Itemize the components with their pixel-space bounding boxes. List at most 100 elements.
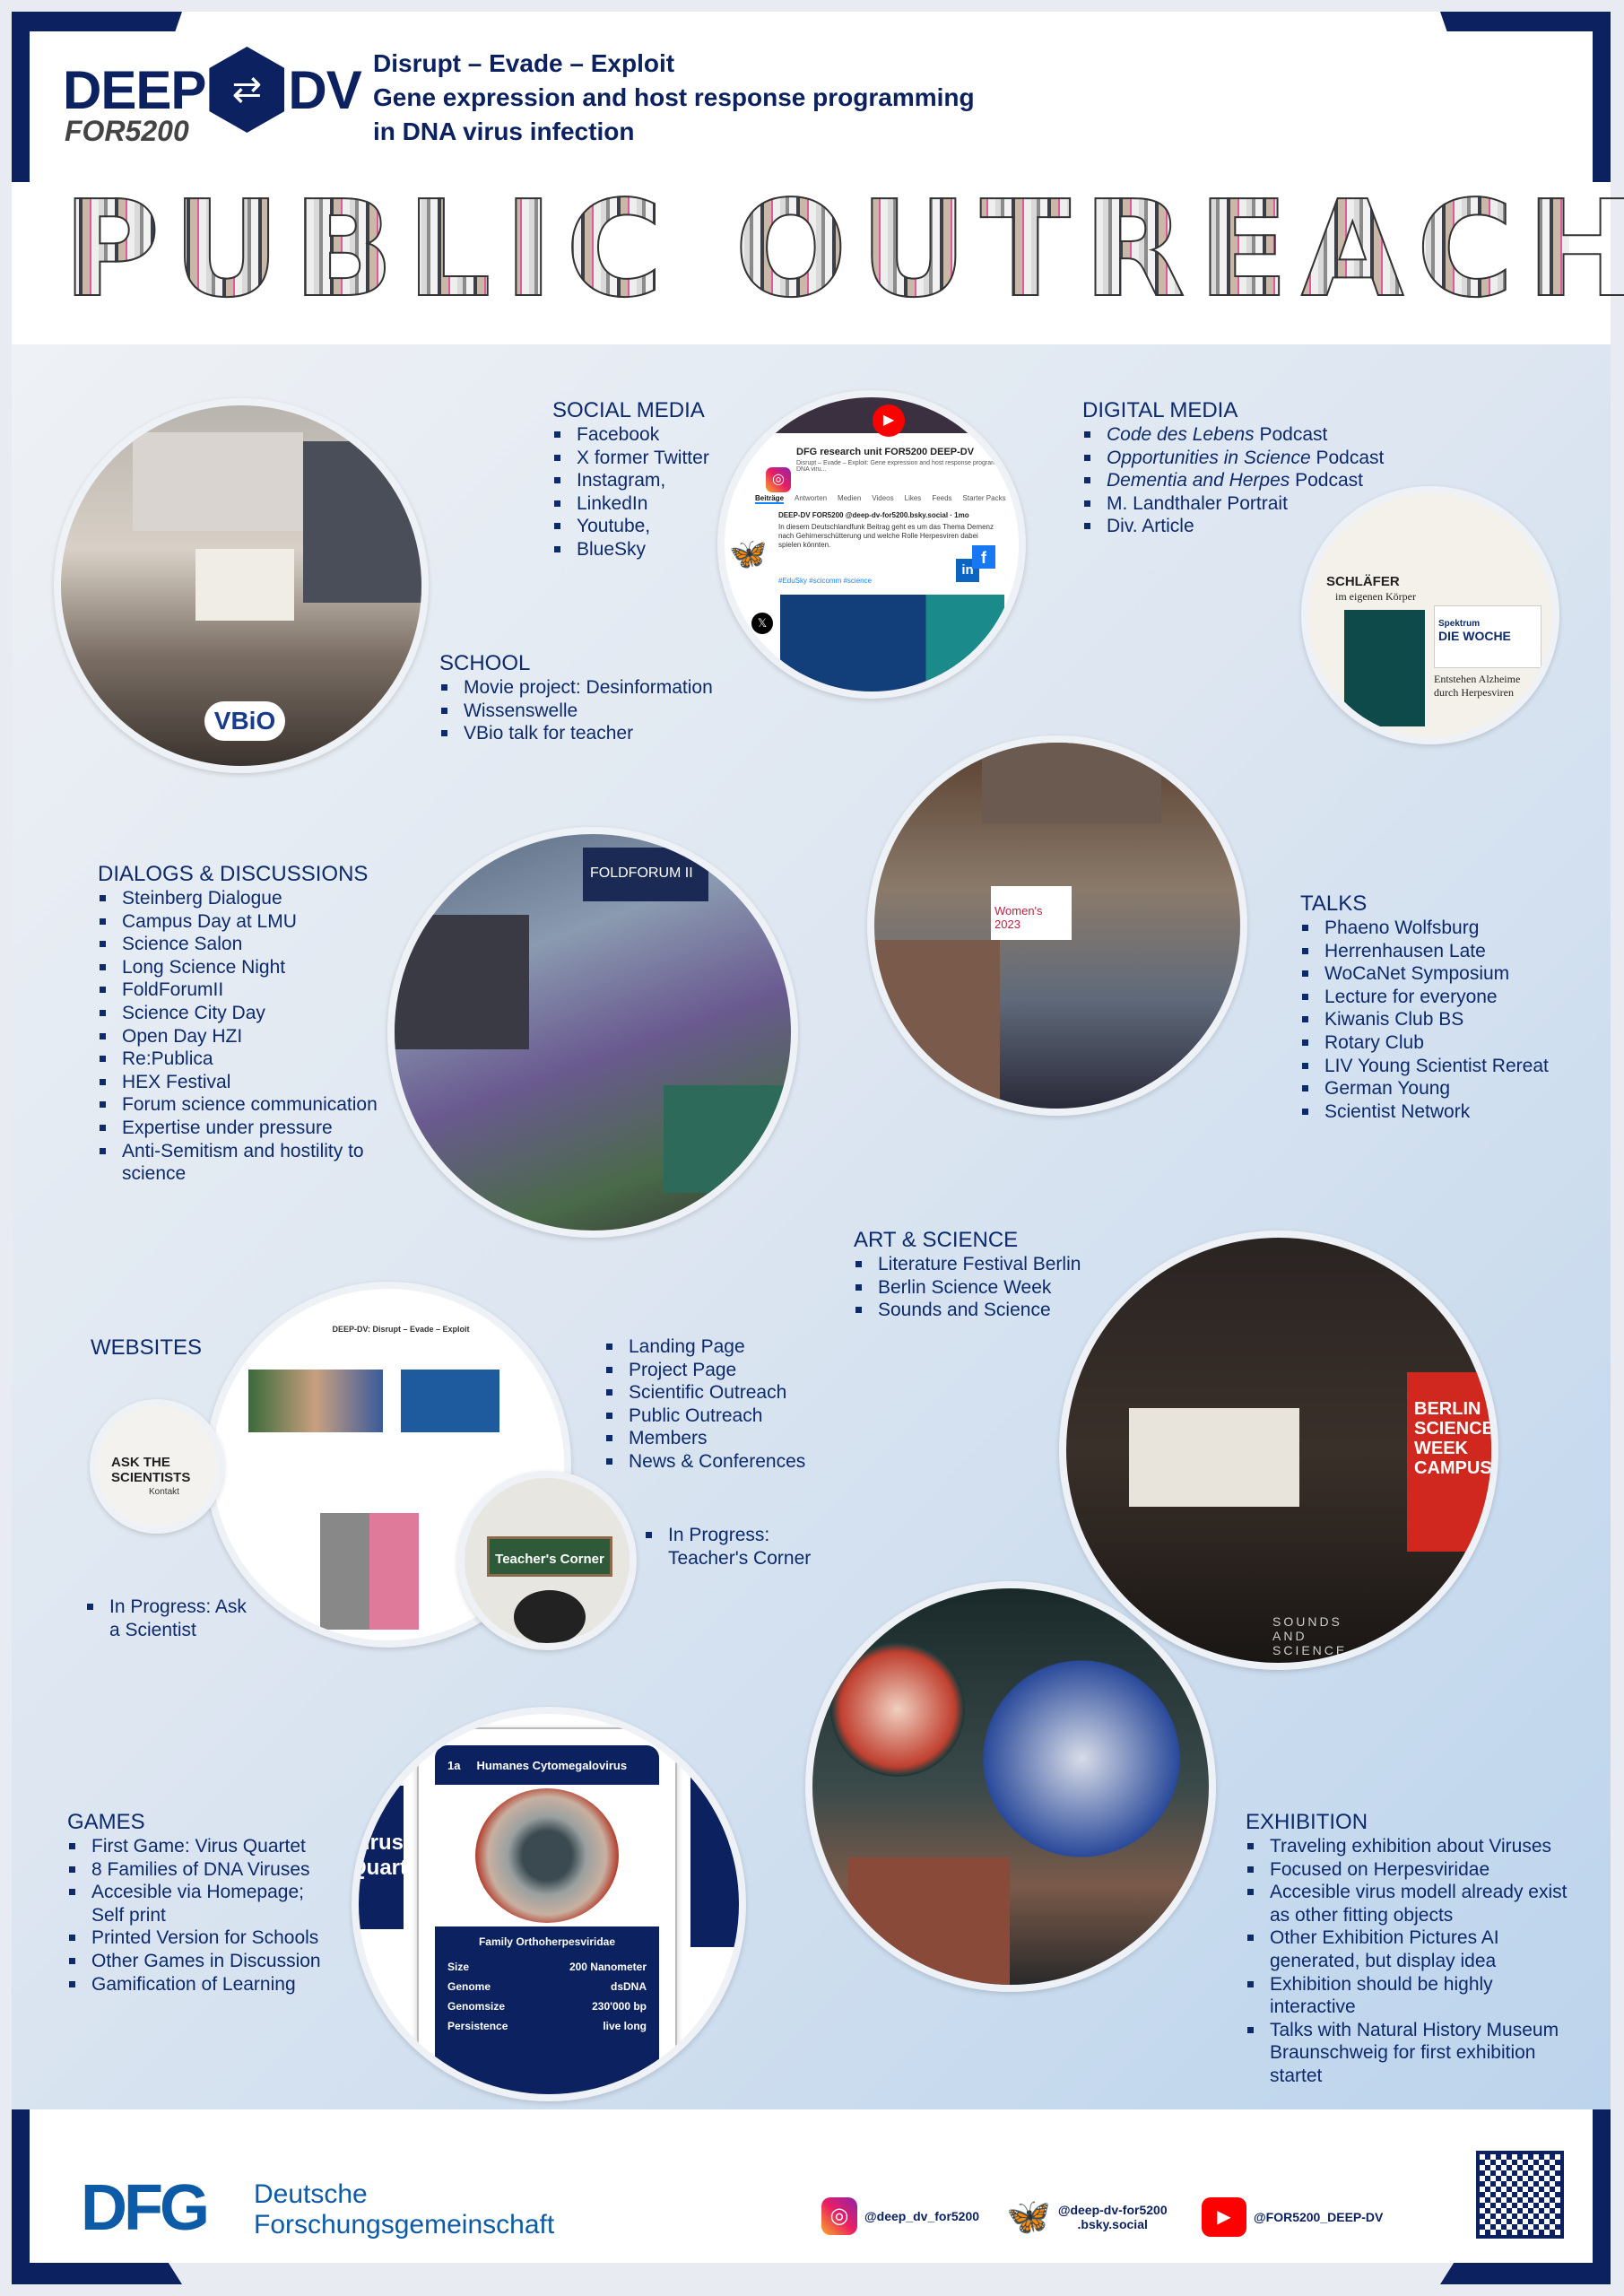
section-title: GAMES [67, 1810, 145, 1834]
bluesky-icon: 🦋 [729, 537, 768, 571]
list-item: Traveling exhibition about Viruses [1246, 1835, 1568, 1858]
list-item: Accesible via Homepage; Self print [67, 1881, 336, 1926]
list-item: Landing Page [604, 1335, 805, 1359]
list-item: Anti-Semitism and hostility to science [98, 1140, 394, 1186]
corner-bracket [12, 2109, 30, 2263]
title-line: Disrupt – Evade – Exploit [373, 49, 675, 77]
instagram-icon: ◎ [766, 467, 791, 492]
profile-tab: Likes [904, 494, 922, 502]
alzheimer-headline: Entstehen Alzheime durch Herpesviren [1434, 673, 1521, 699]
list-item: Public Outreach [604, 1405, 805, 1428]
list-item: Scientific Outreach [604, 1381, 805, 1405]
article-subline: im eigenen Körper [1335, 590, 1416, 603]
list-item: Rotary Club [1300, 1031, 1587, 1055]
bluesky-icon: 🦋 [1006, 2197, 1051, 2237]
corner-bracket [12, 12, 182, 31]
list-item: Forum science communication [98, 1093, 394, 1117]
ask-scientist-progress: In Progress: Ask a Scientist [85, 1596, 247, 1641]
teachers-corner-progress: In Progress: Teacher's Corner [644, 1524, 823, 1570]
list-item: Phaeno Wolfsburg [1300, 917, 1587, 940]
profile-tab: Medien [838, 494, 862, 502]
post-hashtags: #EduSky #scicomm #science [778, 577, 873, 585]
art-science-circle: BERLIN SCIENCE WEEK CAMPUS SOUNDS AND SC… [1059, 1231, 1498, 1670]
list-item: VBio talk for teacher [439, 722, 713, 745]
public-outreach-banner: PUBLIC OUTREACH [62, 172, 1624, 326]
section-title: SCHOOL [439, 651, 531, 675]
list-item: Div. Article [1082, 515, 1384, 538]
chalkboard: Teacher's Corner [487, 1536, 612, 1577]
ask-scientist-circle: ASK THE SCIENTISTS Kontakt [90, 1399, 224, 1534]
list-item: Long Science Night [98, 956, 394, 979]
list-item: Instagram, [552, 469, 709, 492]
footer-panel [12, 2109, 1611, 2263]
list-item: Exhibition should be highly interactive [1246, 1973, 1568, 2019]
deep-dv-logo: DEEP ⇄ DV [63, 47, 362, 133]
list-item: Re:Publica [98, 1048, 394, 1071]
vbio-logo: VBiO [204, 701, 285, 741]
x-icon: 𝕏 [751, 613, 773, 634]
logo-deep-text: DEEP [63, 59, 206, 120]
card-family: Family Orthoherpesviridae [478, 1935, 616, 1948]
list-item: Wissenswelle [439, 700, 713, 723]
section-title: ART & SCIENCE [854, 1228, 1019, 1252]
list-item: Literature Festival Berlin [854, 1253, 1081, 1276]
sounds-and-science-label: SOUNDS AND SCIENCE [1272, 1614, 1348, 1657]
list-item: Sounds and Science [854, 1299, 1081, 1322]
projection-screen [195, 549, 294, 621]
section-title: EXHIBITION [1246, 1810, 1368, 1834]
stat-label: Genome [447, 1980, 491, 1993]
list-item: Other Games in Discussion [67, 1950, 336, 1973]
stat-label: Persistence [447, 2020, 508, 2032]
list-item: Scientist Network [1300, 1100, 1587, 1124]
youtube-handle: @FOR5200_DEEP-DV [1254, 2210, 1384, 2224]
photo-tile [303, 441, 421, 603]
list-item: Focused on Herpesviridae [1246, 1858, 1568, 1882]
section-title: DIGITAL MEDIA [1082, 398, 1238, 422]
photo-tile [664, 1085, 791, 1193]
card-virus-name: Humanes Cytomegalovirus [476, 1758, 628, 1772]
list-item: Project Page [604, 1359, 805, 1382]
photo-tile [874, 940, 1000, 1109]
teachers-corner-circle: Teacher's Corner [457, 1471, 637, 1650]
card-back [690, 1741, 739, 1947]
progress-item: In Progress: Ask a Scientist [85, 1596, 247, 1641]
profile-title: DFG research unit FOR5200 DEEP-DV [796, 447, 975, 457]
corner-bracket [1440, 12, 1611, 31]
podcast-cover [1344, 610, 1425, 726]
section-title: SOCIAL MEDIA [552, 398, 705, 422]
list-item: LinkedIn [552, 492, 709, 516]
list-item: Movie project: Desinformation [439, 676, 713, 700]
list-item: Expertise under pressure [98, 1117, 394, 1140]
qr-code[interactable] [1476, 2151, 1564, 2239]
card-number: 1a [447, 1758, 461, 1772]
list-item: 8 Families of DNA Viruses [67, 1858, 336, 1882]
article-headline: SCHLÄFER [1326, 574, 1400, 589]
cmv-virus-image [475, 1788, 619, 1923]
youtube-link[interactable]: ▶ @FOR5200_DEEP-DV [1202, 2197, 1383, 2237]
profile-tab: Videos [872, 494, 894, 502]
list-item: FoldForumII [98, 978, 394, 1002]
profile-tab: Starter Packs [962, 494, 1006, 502]
section-title: DIALOGS & DISCUSSIONS [98, 862, 369, 886]
web-banner [401, 1370, 499, 1432]
list-item: Code des Lebens Podcast [1082, 423, 1384, 447]
list-item: Facebook [552, 423, 709, 447]
bluesky-link[interactable]: 🦋 @deep-dv-for5200 .bsky.social [1006, 2196, 1168, 2238]
dna-hex-icon: ⇄ [209, 47, 285, 133]
photo-tile [133, 432, 303, 531]
web-header: DEEP-DV: Disrupt – Evade – Exploit [332, 1325, 470, 1334]
section-title: WEBSITES [91, 1335, 203, 1360]
digital-media-circle: SCHLÄFER im eigenen Körper Spektrum DIE … [1301, 486, 1559, 744]
list-item: Kiwanis Club BS [1300, 1008, 1587, 1031]
list-item: Berlin Science Week [854, 1276, 1081, 1300]
item-text: Podcast [1310, 447, 1385, 468]
womens-banner: Women's 2023 [991, 886, 1072, 940]
quartet-card: 1a Humanes Cytomegalovirus Family Orthoh… [417, 1727, 677, 2094]
profile-tab: Beiträge [755, 494, 785, 504]
instagram-link[interactable]: ◎ @deep_dv_for5200 [821, 2197, 979, 2235]
